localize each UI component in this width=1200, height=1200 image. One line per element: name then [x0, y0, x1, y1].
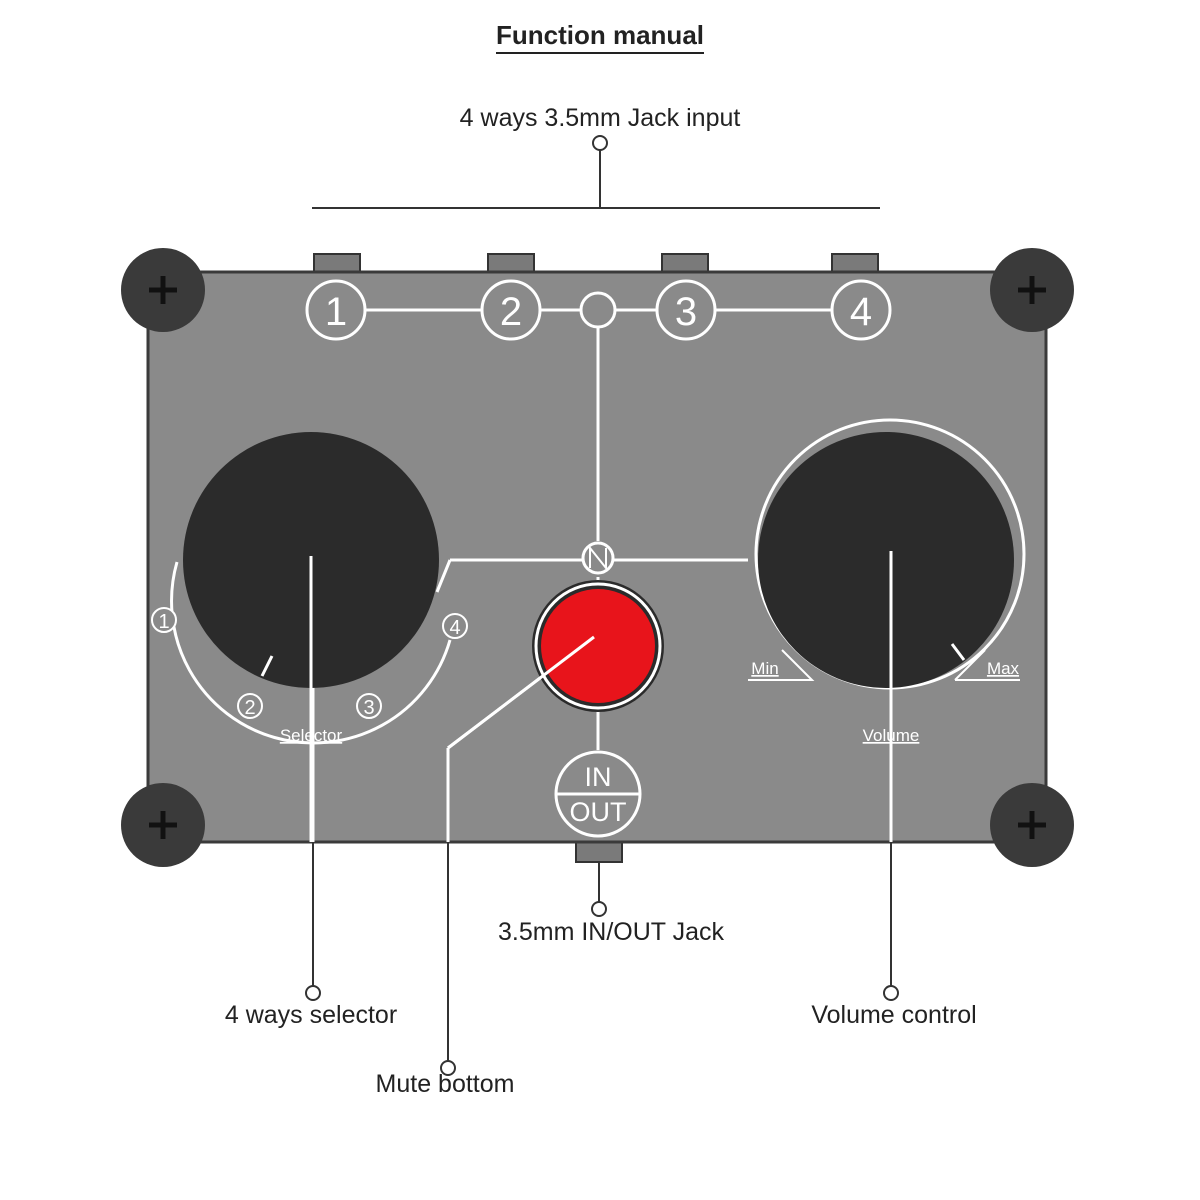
volume-min-label: Min: [751, 659, 778, 678]
diagram-title: Function manual: [0, 20, 1200, 54]
selector-mark: 1: [158, 611, 169, 633]
callout-inout-jack: 3.5mm IN/OUT Jack: [498, 918, 724, 946]
volume-scale: [748, 649, 1020, 681]
callout-volume: Volume control: [811, 1001, 977, 1029]
selector-mark: 3: [363, 697, 374, 719]
in-label: IN: [585, 762, 612, 792]
plus-screw-icon: [121, 248, 205, 332]
plus-screw-icon: [121, 783, 205, 867]
selector-position-marks: 1 2 3 4: [151, 607, 468, 719]
plus-screw-icon: [990, 783, 1074, 867]
volume-max-label: Max: [987, 659, 1020, 678]
selector-label: Selector: [280, 726, 343, 745]
inout-marker: [554, 750, 642, 838]
port-markers: 1 2 3 4: [305, 279, 892, 341]
callout-jack-input: 4 ways 3.5mm Jack input: [459, 104, 741, 132]
port-label: 2: [500, 290, 522, 334]
selector-mark: 2: [244, 697, 255, 719]
port-label: 3: [675, 290, 697, 334]
selector-mark: 4: [449, 617, 460, 639]
inout-jack: [575, 841, 623, 863]
out-label: OUT: [570, 797, 627, 827]
port-label: 4: [850, 290, 872, 334]
volume-knob[interactable]: [754, 418, 1026, 842]
plus-screw-icon: [990, 248, 1074, 332]
input-jack-group: [313, 253, 879, 275]
n-logo-icon: [581, 541, 615, 575]
callout-lines: [305, 135, 899, 1076]
selector-knob[interactable]: [170, 432, 452, 842]
mute-button[interactable]: [532, 580, 664, 712]
volume-label: Volume: [863, 726, 920, 745]
callout-selector: 4 ways selector: [224, 1001, 398, 1029]
port-label: 1: [325, 290, 347, 334]
